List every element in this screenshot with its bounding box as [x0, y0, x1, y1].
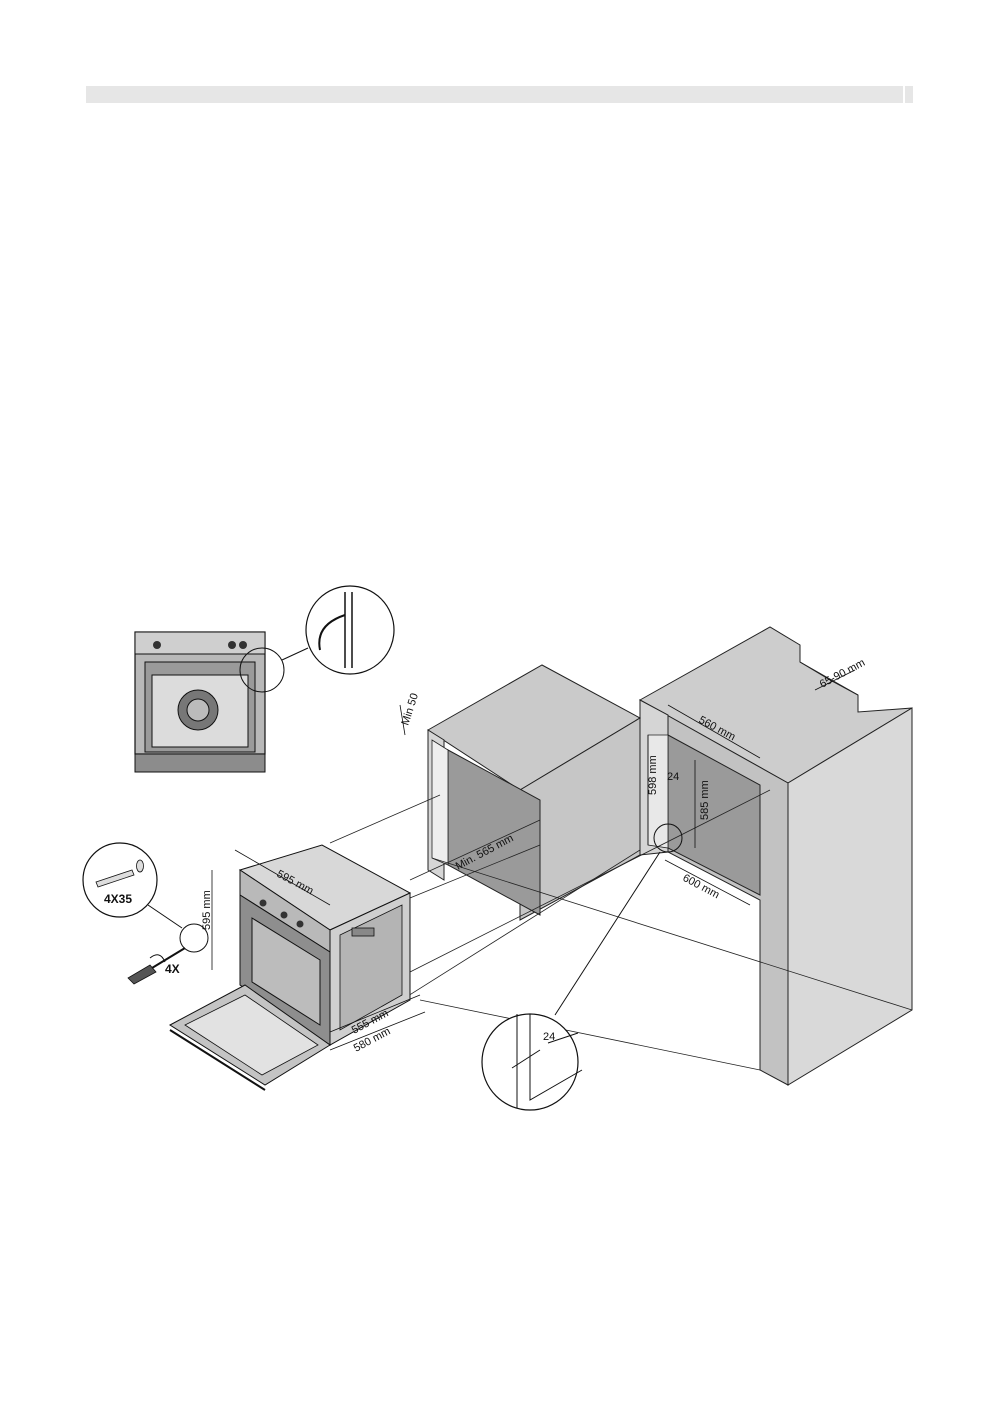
detail-circle-bottom — [481, 823, 683, 1111]
oven-handle — [351, 927, 375, 937]
header-bar-notch — [903, 86, 905, 103]
oven-iso-icon — [169, 844, 412, 1091]
oven-front-icon — [134, 631, 266, 773]
knob-1 — [259, 899, 267, 907]
label-screw-spec: 4X35 — [104, 892, 132, 906]
screw-detail — [82, 842, 209, 953]
label-65-90: 65-90 mm — [818, 657, 867, 691]
label-598: 598 mm — [647, 755, 659, 795]
dimension-lines — [211, 669, 856, 1051]
knob-3 — [296, 920, 304, 928]
screwdriver-icon — [127, 947, 186, 985]
tall-cabinet — [638, 626, 913, 1086]
oven-window — [251, 917, 321, 1026]
label-585: 585 mm — [699, 780, 711, 820]
label-595-side: 595 mm — [201, 890, 213, 930]
base-cabinet-left-panel — [431, 739, 449, 866]
screw-icon — [95, 869, 135, 888]
header-bar — [86, 86, 913, 103]
detail-circle-top — [239, 585, 395, 693]
label-24-tall: 24 — [667, 771, 679, 783]
label-24-detail: 24 — [543, 1031, 555, 1043]
knob-2 — [280, 911, 288, 919]
dowel-icon — [136, 859, 144, 873]
base-cabinet — [427, 664, 642, 921]
label-min-50: Min 50 — [399, 692, 421, 727]
label-screw-count: 4X — [165, 962, 180, 976]
oven-door-glass — [184, 994, 319, 1076]
